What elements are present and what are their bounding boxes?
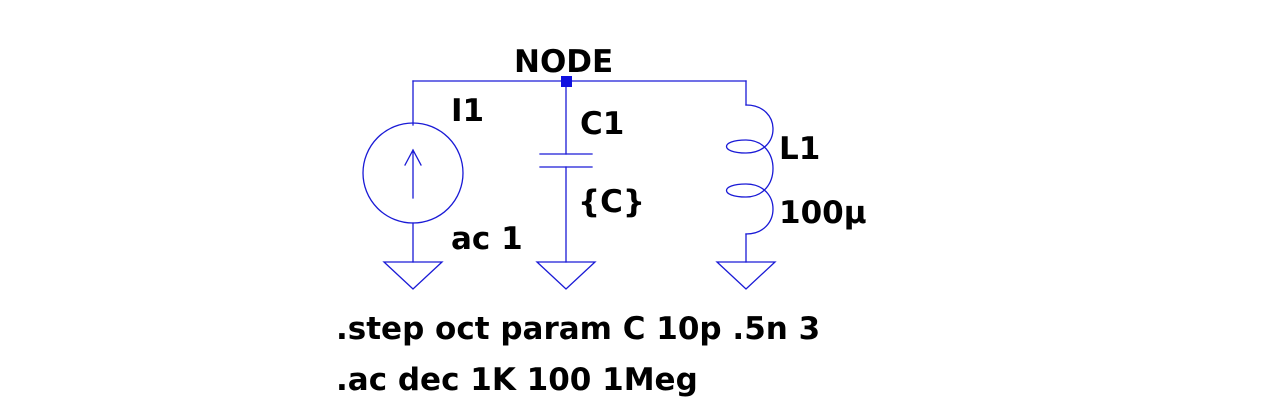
component-ref-l1[interactable]: L1 (779, 131, 820, 167)
component-value-c1[interactable]: {C} (578, 184, 645, 220)
inductor-coil-icon (726, 104, 774, 235)
current-arrow-icon (404, 148, 422, 199)
net-label-node[interactable]: NODE (514, 44, 613, 80)
component-ref-i1[interactable]: I1 (451, 93, 484, 129)
ground-icon (382, 261, 444, 290)
component-value-i1[interactable]: ac 1 (451, 221, 523, 257)
ground-icon (715, 261, 777, 290)
spice-directive-step[interactable]: .step oct param C 10p .5n 3 (336, 311, 820, 347)
ground-icon (535, 261, 597, 290)
current-source-i1[interactable] (362, 80, 464, 263)
component-ref-c1[interactable]: C1 (580, 106, 624, 142)
junction-dot[interactable] (561, 76, 572, 87)
spice-directive-ac[interactable]: .ac dec 1K 100 1Meg (336, 362, 698, 398)
component-value-l1[interactable]: 100µ (779, 195, 867, 231)
capacitor-c1[interactable] (539, 80, 593, 263)
inductor-l1[interactable] (726, 80, 774, 263)
